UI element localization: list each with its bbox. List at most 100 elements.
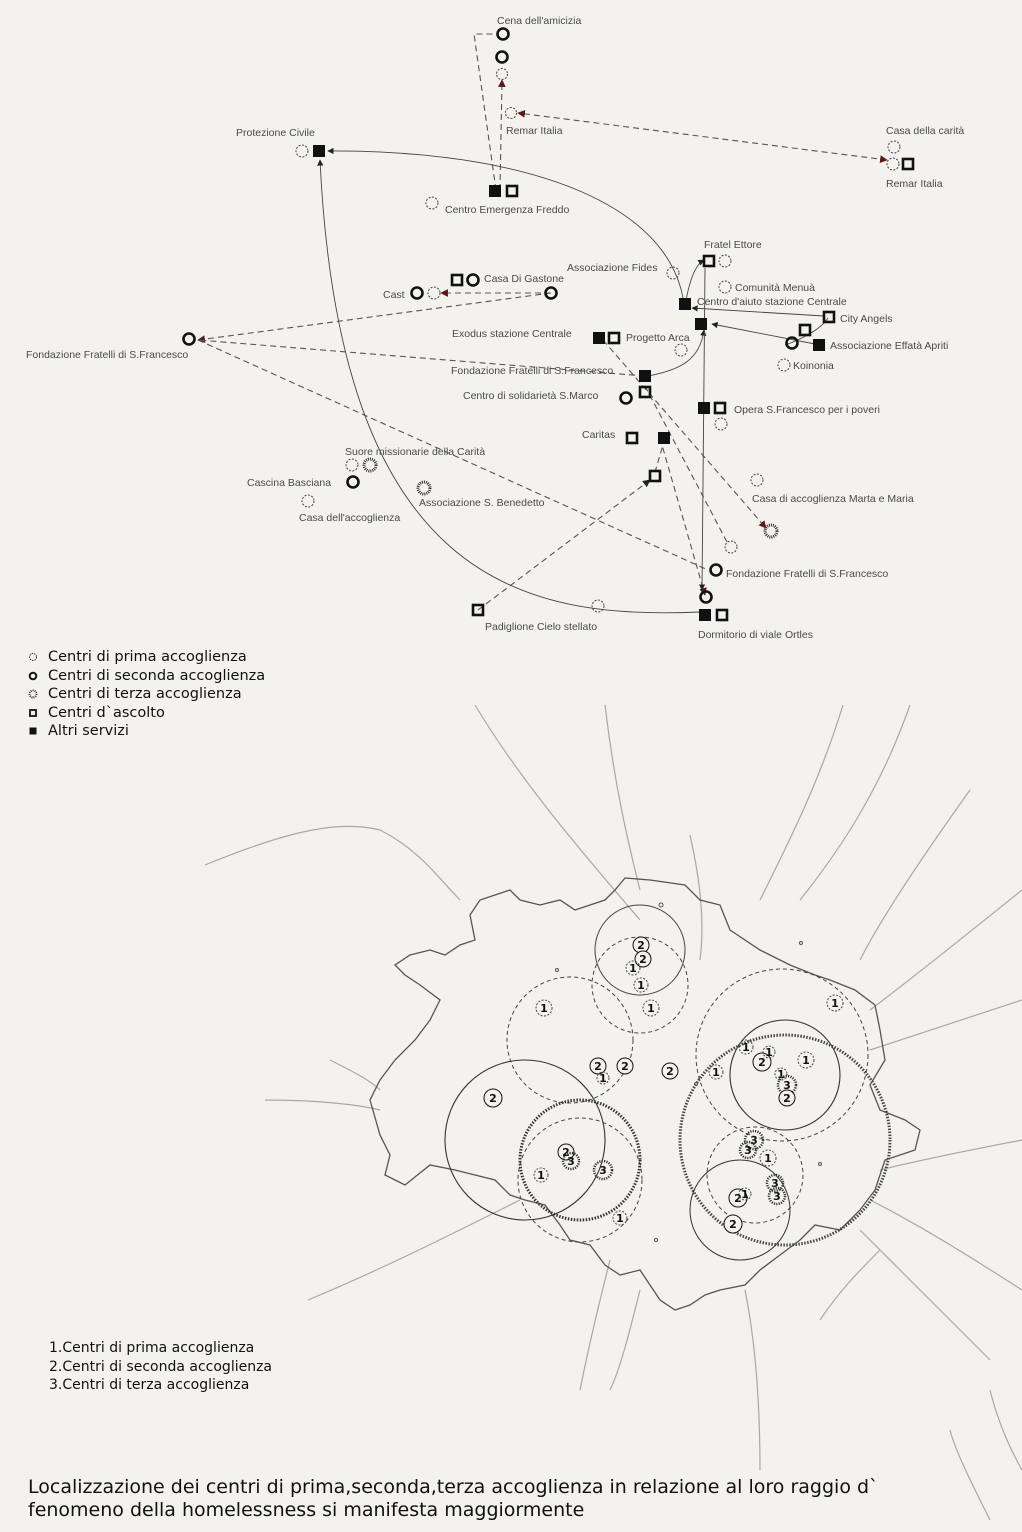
connection-dormitorio-protezione (317, 159, 701, 614)
svg-text:1: 1 (599, 1072, 607, 1085)
label-remar-right: Remar Italia (886, 178, 943, 190)
map-legend-item: 2.Centri di seconda accoglienza (49, 1358, 273, 1375)
seconda-accoglienza-node (709, 563, 723, 577)
prima-accoglienza-node (886, 157, 900, 171)
svg-text:1: 1 (764, 1152, 772, 1165)
svg-text:1: 1 (647, 1002, 655, 1015)
seconda-accoglienza-node (495, 50, 509, 64)
altri-servizi-node (699, 609, 711, 621)
connection-fratel-dormitorio (698, 267, 706, 591)
marker-1: 1 (642, 999, 660, 1017)
legend-label: Centri di terza accoglienza (48, 686, 242, 702)
prima-accoglienza-node (591, 599, 605, 613)
legend-label: Centri di prima accoglienza (48, 649, 247, 665)
altri-servizi-node (695, 318, 707, 330)
seconda-accoglienza-icon (18, 671, 48, 681)
label-fondazione-right: Fondazione Fratelli di S.Francesco (726, 568, 888, 580)
label-cascina: Cascina Basciana (247, 477, 331, 489)
marker-2: 2 (778, 1089, 796, 1107)
svg-text:1: 1 (742, 1041, 750, 1054)
altri-servizi-node (658, 432, 670, 444)
legend-row-prima: Centri di prima accoglienza (18, 648, 265, 667)
terza-accoglienza-node (362, 457, 378, 473)
ascolto-node (798, 323, 812, 337)
marker-3: 3 (767, 1186, 787, 1206)
prima-accoglienza-node (425, 196, 439, 210)
connection-casa-carita-remar (517, 110, 888, 163)
marker-1: 1 (596, 1071, 610, 1085)
connection-emergenza-remar (498, 79, 506, 191)
connection-exodus-marta (602, 339, 767, 529)
label-casa-carita: Casa della carità (886, 125, 964, 137)
marker-1: 1 (708, 1064, 724, 1080)
prima-accoglienza-node (718, 280, 732, 294)
label-casa-accoglienza: Casa dell'accoglienza (299, 512, 400, 524)
ascolto-node (901, 157, 915, 171)
svg-text:1: 1 (802, 1054, 810, 1067)
svg-text:3: 3 (567, 1155, 575, 1168)
seconda-accoglienza-node (466, 273, 480, 287)
label-koinonia: Koinonia (793, 360, 834, 372)
svg-text:2: 2 (594, 1060, 602, 1073)
prima-accoglienza-node (505, 107, 517, 119)
label-effata: Associazione Effatà Apriti (830, 340, 948, 352)
ascolto-node (713, 401, 727, 415)
label-fondazione-mid: Fondazione Fratelli di S.Francesco (451, 365, 613, 377)
svg-text:2: 2 (729, 1218, 737, 1231)
seconda-accoglienza-node (544, 286, 558, 300)
ascolto-node (450, 273, 464, 287)
marker-2: 2 (723, 1214, 743, 1234)
marker-3: 3 (765, 1173, 785, 1193)
marker-1: 1 (797, 1051, 815, 1069)
prima-accoglienza-node (666, 266, 680, 280)
altri-servizi-node (679, 298, 691, 310)
svg-text:2: 2 (666, 1065, 674, 1078)
prima-accoglienza-node (724, 540, 738, 554)
svg-text:1: 1 (540, 1002, 548, 1015)
label-cast: Cast (383, 289, 405, 301)
marker-3: 3 (592, 1159, 614, 1181)
marker-1: 1 (533, 1167, 549, 1183)
label-solidarieta: Centro di solidarietà S.Marco (463, 390, 599, 402)
altri-servizi-icon (18, 726, 48, 736)
prima-accoglienza-node (496, 68, 508, 80)
svg-text:3: 3 (750, 1134, 758, 1147)
legend-row-altri: Altri servizi (18, 722, 265, 741)
map-dots (555, 902, 822, 1242)
seconda-accoglienza-node (496, 27, 510, 41)
svg-text:1: 1 (765, 1046, 773, 1059)
svg-text:1: 1 (616, 1212, 624, 1225)
city-boundary (369, 877, 921, 1311)
label-remar-center: Remar Italia (506, 125, 563, 137)
marker-2: 2 (634, 950, 652, 968)
caption-line-2: fenomeno della homelessness si manifesta… (28, 1498, 585, 1521)
marker-1: 1 (738, 1187, 752, 1201)
svg-text:1: 1 (777, 1068, 785, 1081)
milan-map: 2 2 1 1 1 1 1 2 2 2 1 2 1 1 2 1 1 1 3 2 … (204, 704, 1022, 1521)
prima-accoglienza-node (295, 144, 309, 158)
network-connections (197, 33, 888, 614)
marker-2: 2 (616, 1057, 634, 1075)
prima-accoglienza-node (777, 358, 791, 372)
legend-row-ascolto: Centri d`ascolto (18, 704, 265, 723)
ascolto-node (505, 184, 519, 198)
ascolto-icon (18, 708, 48, 718)
svg-text:3: 3 (783, 1079, 791, 1092)
radius-circles (444, 904, 892, 1261)
prima-accoglienza-icon (18, 652, 48, 662)
terza-accoglienza-node (763, 523, 779, 539)
prima-accoglienza-node (714, 417, 728, 431)
svg-text:1: 1 (629, 962, 637, 975)
marker-1: 1 (826, 994, 844, 1012)
network-legend: Centri di prima accoglienza Centri di se… (18, 648, 265, 741)
prima-accoglienza-node (345, 458, 359, 472)
label-cena: Cena dell'amicizia (497, 15, 581, 27)
marker-1: 1 (535, 999, 553, 1017)
marker-2: 2 (483, 1088, 503, 1108)
prima-accoglienza-node (301, 494, 315, 508)
ascolto-node (648, 469, 662, 483)
label-suore: Suore missionarie della Carità (345, 446, 485, 458)
altri-servizi-node (813, 339, 825, 351)
connection-fondazione-arca (647, 329, 707, 377)
